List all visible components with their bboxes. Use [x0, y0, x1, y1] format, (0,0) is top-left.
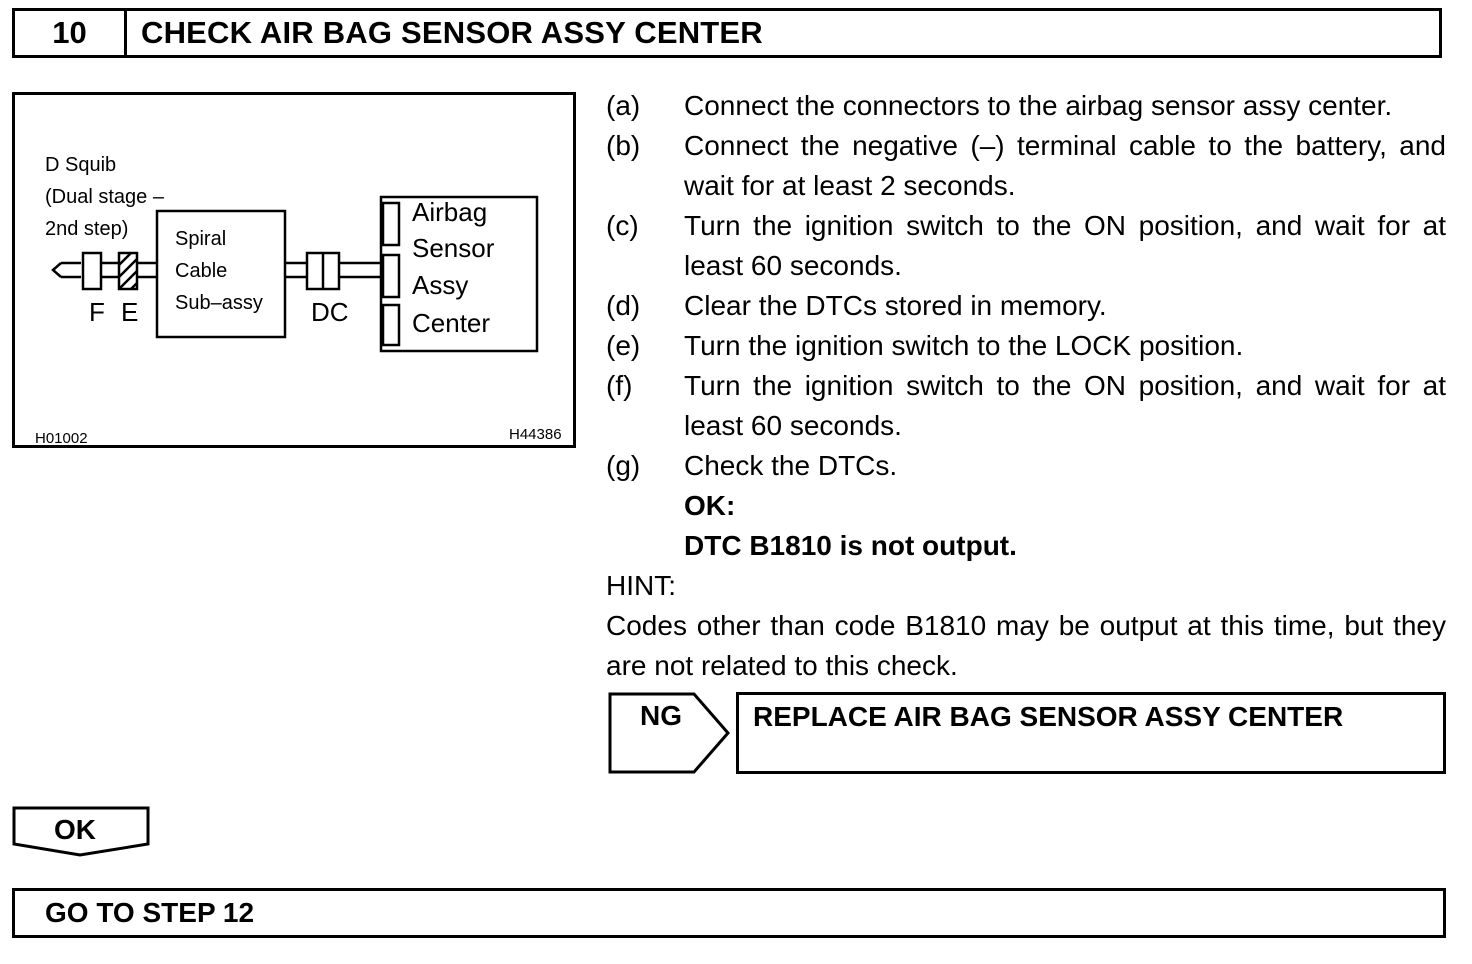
step-letter: (a) [606, 90, 641, 121]
step-text: Turn the ignition switch to the ON posit… [684, 370, 1446, 441]
step-text: Turn the ignition switch to the ON posit… [684, 210, 1446, 281]
sensor-label-line3: Assy [412, 270, 469, 300]
connector-e-shape [117, 251, 139, 291]
list-item: (g) Check the DTCs. [606, 446, 1446, 486]
ok-criteria-text: DTC B1810 is not output. [684, 530, 1017, 561]
sensor-label-line4: Center [412, 308, 491, 338]
diagram-code-left: H01002 [35, 430, 88, 447]
step-letter: (g) [606, 450, 641, 481]
list-item: (f) Turn the ignition switch to the ON p… [606, 366, 1446, 446]
diagram-drawing [51, 195, 539, 353]
connector-e-label: E [121, 297, 139, 327]
connector-f-label: F [89, 297, 105, 327]
step-text: Connect the connectors to the airbag sen… [684, 90, 1393, 121]
goto-step-text: GO TO STEP 12 [45, 897, 255, 928]
connector-dc-label: DC [311, 297, 349, 327]
step-text: Check the DTCs. [684, 450, 898, 481]
step-text: Connect the negative (–) terminal cable … [684, 130, 1446, 201]
squib-label-line3: 2nd step) [45, 218, 129, 240]
spiral-cable-box [155, 209, 287, 339]
spiral-label-line2: Cable [175, 260, 228, 282]
ok-label: OK: [684, 490, 736, 521]
step-text: Clear the DTCs stored in memory. [684, 290, 1107, 321]
squib-plug [51, 262, 62, 278]
sensor-label-line1: Airbag [412, 197, 488, 227]
hint-text: Codes other than code B1810 may be outpu… [606, 610, 1446, 681]
squib-label-line1: D Squib [45, 154, 117, 176]
list-item: (c) Turn the ignition switch to the ON p… [606, 206, 1446, 286]
list-item: (e) Turn the ignition switch to the LOCK… [606, 326, 1446, 366]
step-letter: (b) [606, 130, 641, 161]
instruction-list: (a) Connect the connectors to the airbag… [606, 86, 1446, 686]
connector-f-shape [81, 251, 103, 291]
ng-label: NG [640, 700, 682, 731]
list-item: (b) Connect the negative (–) terminal ca… [606, 126, 1446, 206]
spiral-label-line1: Spiral [175, 228, 227, 250]
step-header: 10 CHECK AIR BAG SENSOR ASSY CENTER [12, 8, 1442, 58]
airbag-sensor-box [379, 195, 539, 353]
squib-label-line2: (Dual stage – [45, 186, 164, 208]
diagram-code-right: H44386 [509, 426, 562, 443]
ng-arrow-shape [608, 692, 730, 774]
ok-branch-label: OK [54, 814, 96, 845]
spiral-label-line3: Sub–assy [175, 292, 263, 314]
list-item: (d) Clear the DTCs stored in memory. [606, 286, 1446, 326]
step-title: CHECK AIR BAG SENSOR ASSY CENTER [141, 15, 763, 50]
goto-step-box: GO TO STEP 12 [12, 888, 1446, 938]
ng-action-box: REPLACE AIR BAG SENSOR ASSY CENTER [736, 692, 1446, 774]
ng-action-text: REPLACE AIR BAG SENSOR ASSY CENTER [753, 701, 1344, 732]
step-letter: (c) [606, 210, 639, 241]
list-item: (a) Connect the connectors to the airbag… [606, 86, 1446, 126]
wiring-diagram: D Squib (Dual stage – 2nd step) F E Spir… [12, 92, 576, 448]
step-number: 10 [15, 11, 127, 55]
step-letter: (d) [606, 290, 641, 321]
hint-label: HINT: [606, 570, 676, 601]
ok-arrow-shape [12, 806, 150, 857]
step-letter: (f) [606, 370, 633, 401]
sensor-label-line2: Sensor [412, 233, 495, 263]
step-text: Turn the ignition switch to the LOCK pos… [684, 330, 1244, 361]
step-letter: (e) [606, 330, 641, 361]
